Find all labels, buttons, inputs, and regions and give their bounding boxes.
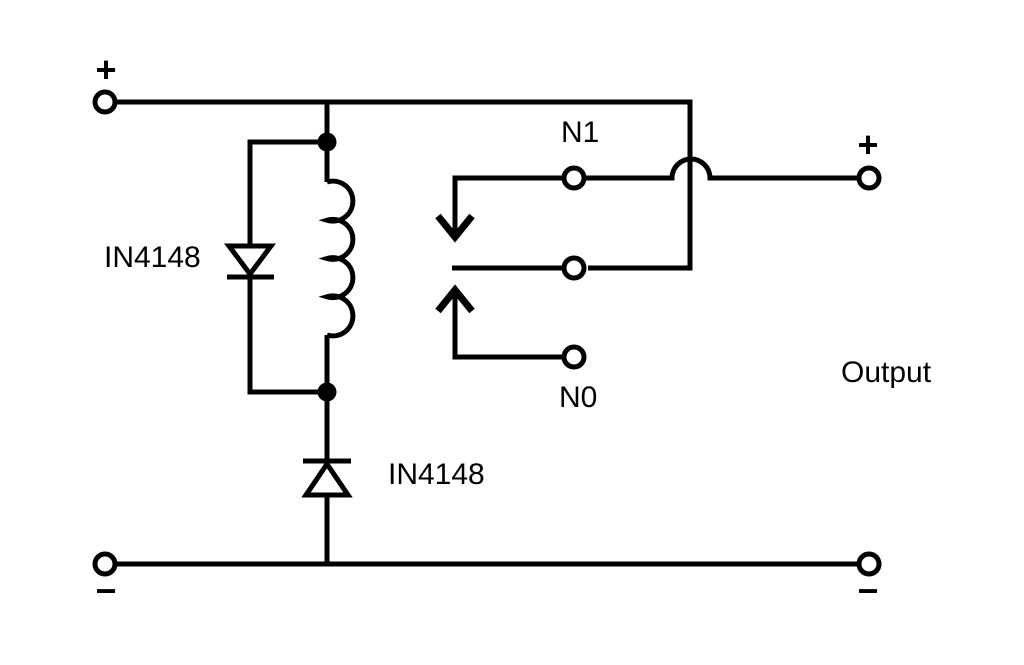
n1-output-wire-with-hop	[585, 156, 858, 181]
output-positive-terminal	[856, 165, 882, 191]
n0-contact-pin	[561, 344, 587, 370]
relay-coil	[318, 178, 356, 339]
arrow-down-icon	[435, 213, 475, 243]
input-positive-terminal	[92, 89, 118, 115]
output-negative-sign: −	[857, 570, 879, 611]
junction-dot-bottom	[317, 382, 337, 402]
positive-rail-wire	[116, 99, 693, 271]
common-contact-pin	[561, 255, 587, 281]
n0-contact-wire	[452, 291, 563, 360]
junction-dot-top	[317, 132, 337, 152]
output-positive-sign: +	[857, 124, 879, 165]
output-label: Output	[841, 356, 932, 389]
input-negative-sign: −	[95, 570, 117, 611]
arrow-up-icon	[435, 284, 475, 314]
n1-contact-wire	[452, 175, 563, 234]
flyback-diode-label: IN4148	[104, 241, 201, 274]
series-diode-label: IN4148	[388, 458, 485, 491]
flyback-diode-triangle	[224, 243, 276, 279]
output-negative-terminal	[856, 551, 882, 577]
input-positive-sign: +	[95, 49, 117, 90]
flyback-diode-branch-wire	[247, 139, 327, 395]
n1-contact-label: N1	[561, 116, 600, 149]
series-diode-triangle	[301, 459, 353, 498]
input-negative-terminal	[92, 551, 118, 577]
n1-contact-pin	[561, 165, 587, 191]
n0-contact-label: N0	[559, 381, 598, 414]
